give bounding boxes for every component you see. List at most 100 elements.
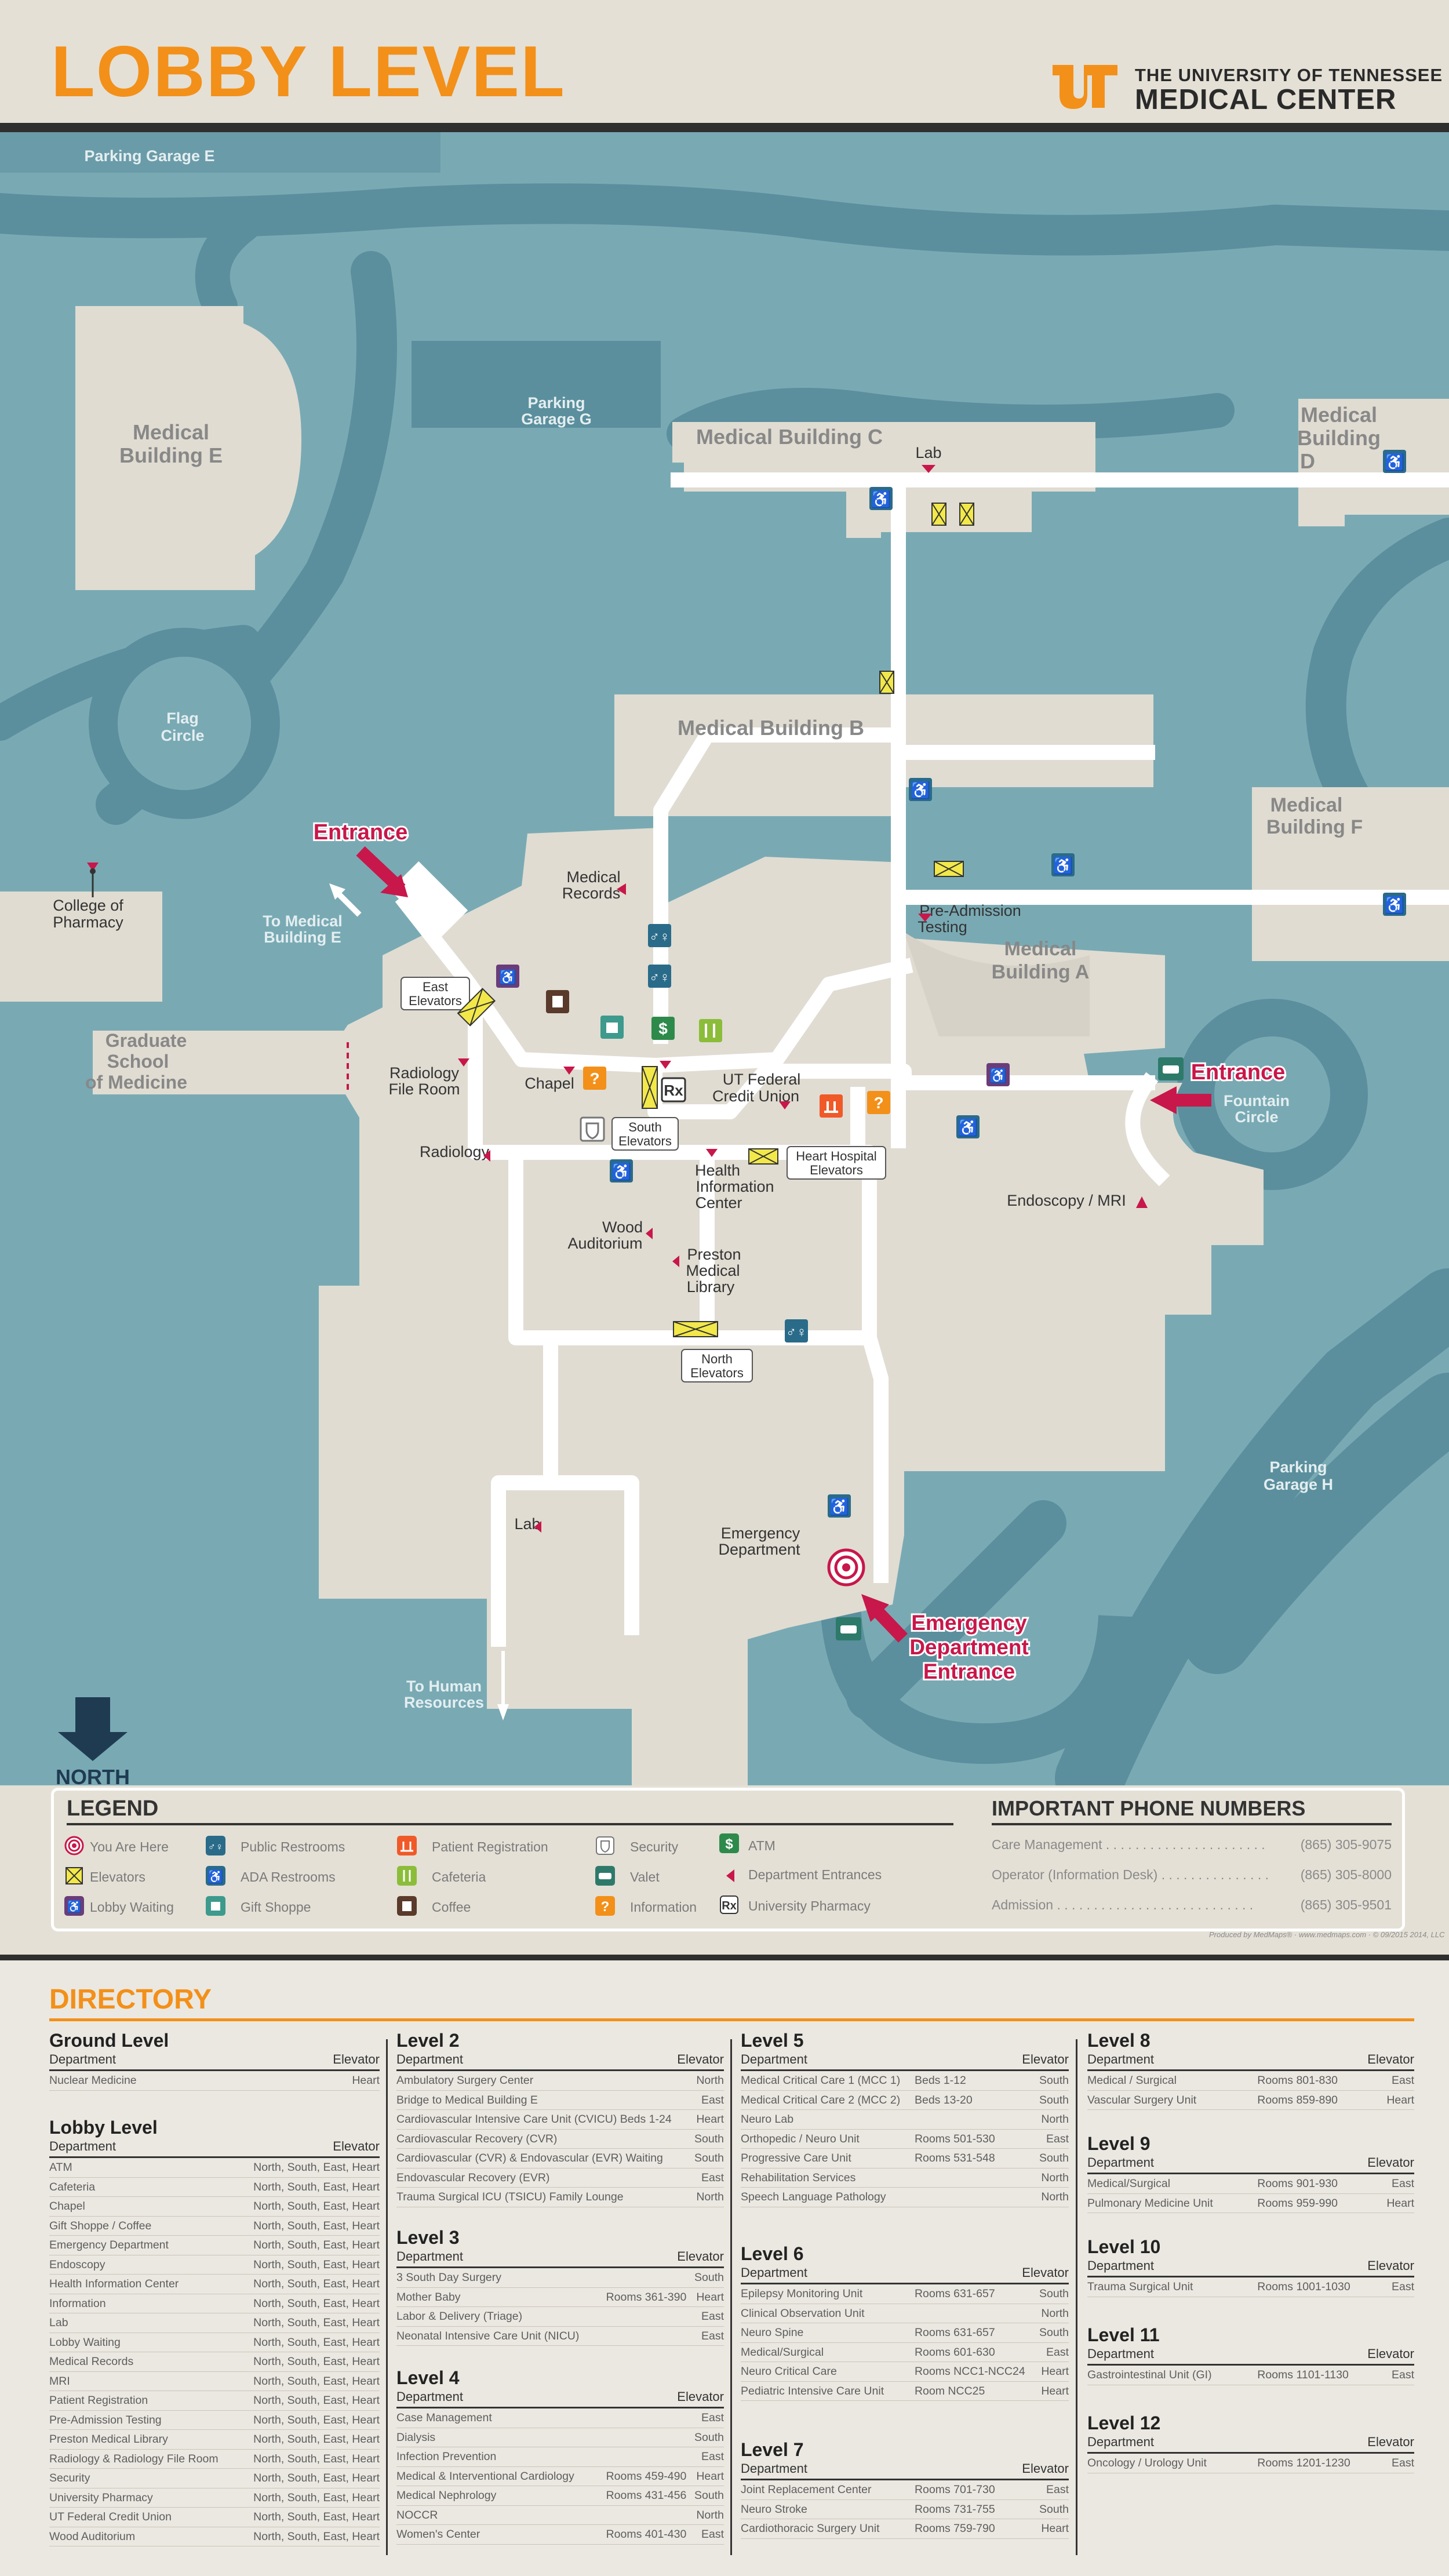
svg-text:?: ? [873,1094,883,1112]
department-name: Medical/Surgical [741,2345,824,2359]
room-range: Rooms 631-657 [914,2287,995,2300]
label-pharmacy-2: Pharmacy [53,914,123,931]
svg-text:♿: ♿ [871,490,891,509]
label-heart-elev-1: Heart Hospital [796,1149,876,1163]
label-rad-file-1: Radiology [389,1064,460,1082]
department-name: Wood Auditorium [49,2530,136,2543]
ed-entrance-label-3: Entrance [923,1660,1015,1683]
phone-number: (865) 305-9501 [1300,1897,1392,1912]
svg-text:♂♀: ♂♀ [208,1841,224,1853]
room-range: Rooms 531-548 [914,2152,995,2164]
section-title: Level 8 [1087,2030,1151,2051]
label-east-elev-1: East [423,980,448,994]
elevator-name: South [1039,2074,1069,2087]
svg-text:♿: ♿ [958,1118,978,1137]
elevator-name: South [694,2152,724,2164]
flag-circle [118,657,251,790]
elevator-name: North, South, East, Heart [253,2335,380,2349]
directory-title: DIRECTORY [49,1984,212,2015]
ed-entrance-label-1: Emergency [911,1611,1027,1635]
header-department: Department [1087,2052,1154,2066]
department-name: Neonatal Intensive Care Unit (NICU) [396,2329,580,2342]
department-name: Oncology / Urology Unit [1087,2457,1207,2469]
header-elevator: Elevator [1022,2052,1069,2066]
label-lab: Lab [514,1515,540,1533]
elevator-icon [65,1867,83,1884]
east-entrance-arrow-icon [1150,1086,1211,1114]
header-department: Department [49,2052,116,2066]
directory-row: Wood Auditorium North, South, East, Heart [49,2527,380,2546]
public-restroom-icon: ♂♀ [206,1836,225,1855]
room-range: Rooms 1001-1030 [1257,2280,1350,2293]
graduate-school-of-medicine [93,1031,348,1094]
medical-building-e [75,306,301,590]
patient-registration-icon [820,1094,843,1118]
to-human-resources-arrow-icon [497,1651,509,1720]
label-chapel: Chapel [525,1075,574,1092]
elevator-name: South [1039,2287,1069,2300]
phone-label: Admission [992,1897,1054,1912]
elevator-name: South [694,2271,724,2284]
lobby-waiting-icon: ♿ [64,1896,84,1916]
department-name: Mother Baby [396,2290,461,2304]
elevator-name: North [1041,2306,1069,2320]
column-divider [1076,2039,1077,2555]
legend-ada-restrooms: ADA Restrooms [241,1869,336,1884]
label-heart-elev-2: Elevators [810,1163,863,1177]
you-are-here-icon [64,1836,84,1855]
department-name: Dialysis [396,2431,436,2444]
header-department: Department [741,2265,807,2280]
label-south-elev-1: South [628,1120,662,1134]
legend-valet: Valet [630,1869,660,1884]
elevator-name: North, South, East, Heart [253,2258,380,2271]
label-med-bldg-d-3: D [1300,449,1315,473]
label-lab-c: Lab [915,444,941,461]
department-name: NOCCR [396,2508,438,2522]
label-pharmacy-1: College of [53,897,123,914]
medical-building-a [904,932,1090,1036]
department-name: Chapel [49,2200,85,2213]
elevator-name: North, South, East, Heart [253,2472,380,2484]
to-medical-building-e-arrow-icon [329,883,362,917]
phone-row: Admission . . . . . . . . . . . . . . . … [992,1897,1392,1913]
section-title: Level 10 [1087,2236,1161,2257]
department-name: Speech Language Pathology [741,2191,886,2203]
header-department: Department [49,2139,116,2153]
label-med-bldg-c: Medical Building C [696,425,883,449]
department-name: Rehabilitation Services [741,2171,856,2184]
label-med-bldg-b: Medical Building B [678,716,864,740]
north-arrow-icon [58,1697,128,1761]
section-title: Level 5 [741,2030,804,2051]
room-range: Rooms 601-630 [914,2345,995,2359]
elevator-name: North [696,2074,724,2087]
department-name: MRI [49,2374,70,2388]
elevator-name: North [696,2191,724,2203]
label-grad-school-1: Graduate [105,1030,187,1051]
page-title: LOBBY LEVEL [51,32,566,112]
elevator-name: North, South, East, Heart [253,2530,380,2543]
department-name: Bridge to Medical Building E [396,2093,538,2106]
header-elevator: Elevator [1367,2155,1414,2170]
directory-divider [0,1955,1449,1960]
department-name: Medical Records [49,2355,134,2368]
phone-numbers-rule [992,1823,1392,1825]
header-department: Department [396,2249,463,2264]
legend-university-pharmacy: University Pharmacy [748,1898,871,1913]
department-name: Medical Critical Care 2 (MCC 2) [741,2093,901,2106]
legend-security: Security [630,1839,679,1854]
elevator-name: North, South, East, Heart [253,2355,380,2368]
header-elevator: Elevator [1367,2346,1414,2361]
